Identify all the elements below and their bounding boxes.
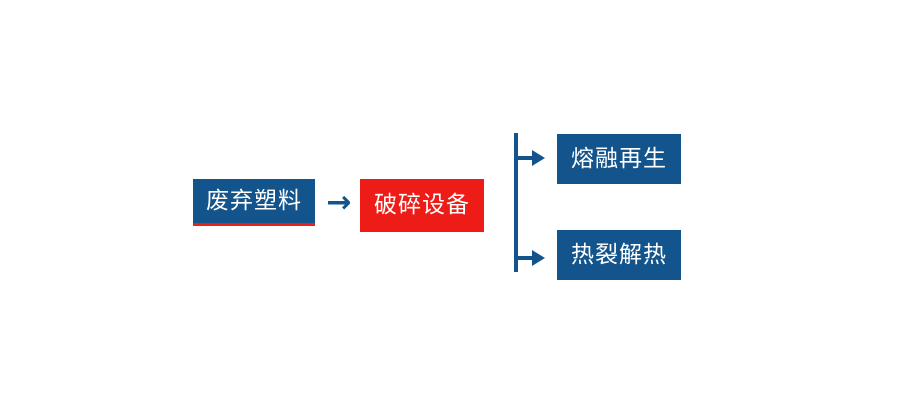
node-melt-regeneration-label: 熔融再生	[571, 145, 667, 172]
node-pyrolysis-heat-label: 热裂解热	[571, 241, 667, 268]
branch-connector	[514, 133, 545, 272]
node-crushing-equipment[interactable]: 破碎设备	[360, 179, 484, 232]
node-melt-regeneration[interactable]: 熔融再生	[557, 134, 681, 184]
node-pyrolysis-heat[interactable]: 热裂解热	[557, 230, 681, 280]
node-waste-plastic[interactable]: 废弃塑料	[193, 179, 315, 226]
arrow-right-icon-branch-2	[516, 250, 545, 266]
node-waste-plastic-label: 废弃塑料	[206, 187, 302, 214]
arrow-right-icon-branch-1	[516, 150, 545, 166]
arrow-right-icon-main: →	[326, 185, 352, 220]
node-crushing-equipment-label: 破碎设备	[374, 192, 470, 218]
